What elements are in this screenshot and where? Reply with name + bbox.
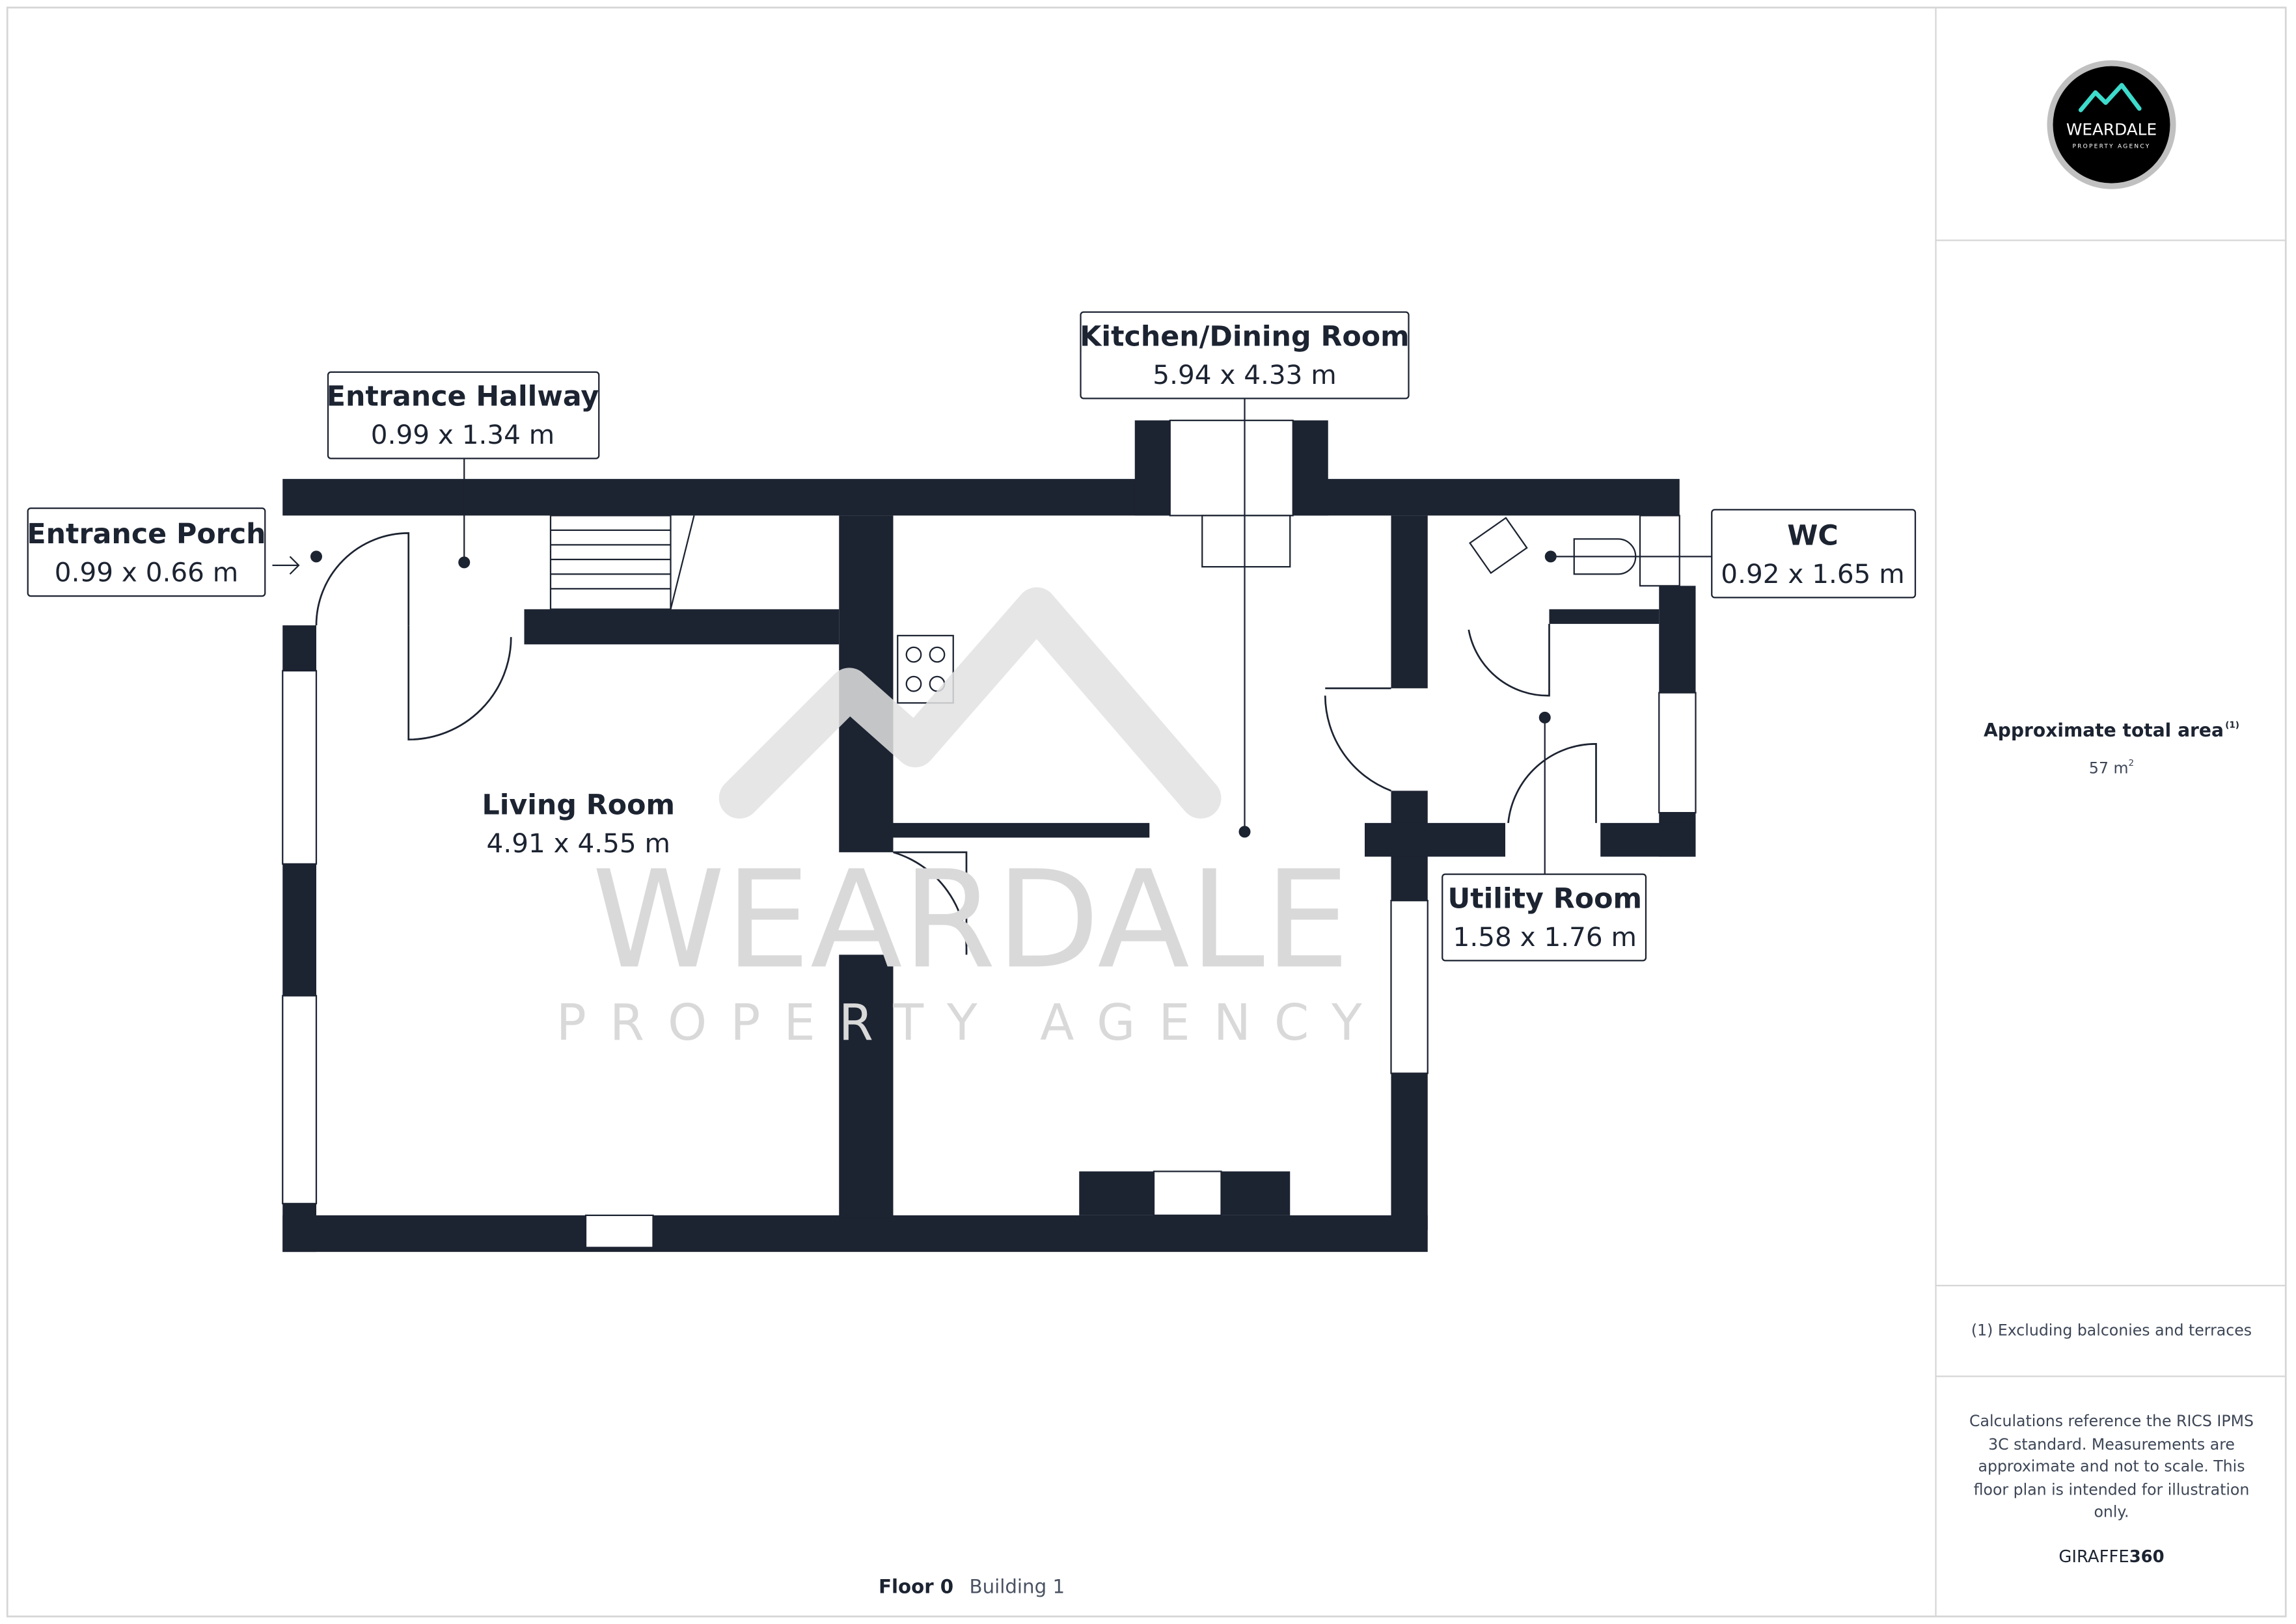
room-name: Kitchen/Dining Room: [1080, 320, 1409, 353]
giraffe360-credit: GIRAFFE360: [2058, 1547, 2164, 1567]
sheet-border: [6, 7, 2287, 1617]
wc-basin-icon: [1469, 517, 1528, 575]
room-label-living: Living Room 4.91 x 4.55 m: [482, 789, 675, 859]
room-size: 5.94 x 4.33 m: [1153, 359, 1336, 390]
disclaimer-line: Calculations reference the RICS IPMS: [1969, 1412, 2254, 1430]
area-summary: Approximate total area(1) 57 m2: [1984, 720, 2239, 777]
disclaimer-line: approximate and not to scale. This: [1978, 1457, 2245, 1476]
building-label: Building 1: [970, 1575, 1065, 1597]
room-label-wc: WC 0.92 x 1.65 m: [1711, 509, 1917, 599]
room-name: Utility Room: [1448, 882, 1643, 915]
room-dots: [310, 550, 1557, 838]
watermark: WEARDALE PROPERTY AGENCY: [556, 587, 1386, 1052]
room-size: 0.99 x 1.34 m: [371, 419, 554, 450]
area-value-line: 57 m2: [2089, 758, 2134, 777]
leaders: [272, 398, 1714, 876]
stairs-icon: [549, 515, 695, 610]
disclaimer-line: only.: [2094, 1502, 2129, 1521]
room-size: 4.91 x 4.55 m: [487, 828, 670, 859]
room-label-kitchen-dining: Kitchen/Dining Room 5.94 x 4.33 m: [1080, 311, 1410, 399]
room-size: 1.58 x 1.76 m: [1453, 921, 1637, 953]
room-label-entrance-porch: Entrance Porch 0.99 x 0.66 m: [27, 507, 266, 597]
area-label: Approximate total area: [1984, 720, 2224, 741]
room-name: Entrance Porch: [27, 518, 266, 550]
room-name: Living Room: [482, 789, 675, 821]
area-label-line: Approximate total area(1): [1984, 720, 2239, 741]
watermark-tagline: PROPERTY AGENCY: [556, 994, 1386, 1052]
room-label-entrance-hallway: Entrance Hallway 0.99 x 1.34 m: [327, 371, 600, 459]
doors: [315, 532, 1597, 955]
area-value: 57 m: [2089, 759, 2129, 777]
walls: [282, 419, 1697, 1252]
logo-tagline: PROPERTY AGENCY: [2072, 144, 2150, 150]
area-note-marker: (1): [2225, 720, 2239, 731]
area-unit: 2: [2128, 758, 2134, 768]
sink-icon: [1201, 515, 1291, 568]
footnote: (1) Excluding balconies and terraces: [1971, 1321, 2252, 1339]
disclaimer-line: 3C standard. Measurements are: [1988, 1435, 2235, 1454]
room-name: WC: [1787, 519, 1838, 552]
watermark-name: WEARDALE: [592, 841, 1350, 998]
room-size: 0.99 x 0.66 m: [55, 557, 238, 588]
room-label-utility: Utility Room 1.58 x 1.76 m: [1442, 873, 1647, 962]
floor-label: Floor 0: [879, 1575, 953, 1597]
logo-name: WEARDALE: [2066, 120, 2157, 139]
credit-part1: GIRAFFE: [2058, 1547, 2129, 1567]
fixtures: [549, 515, 1637, 704]
room-name: Entrance Hallway: [327, 381, 599, 413]
credit-part2: 360: [2129, 1547, 2165, 1567]
disclaimer: Calculations reference the RICS IPMS 3C …: [1969, 1412, 2254, 1521]
room-size: 0.92 x 1.65 m: [1721, 558, 1904, 589]
disclaimer-line: floor plan is intended for illustration: [1974, 1481, 2250, 1499]
weardale-logo: WEARDALE PROPERTY AGENCY: [2047, 60, 2176, 189]
